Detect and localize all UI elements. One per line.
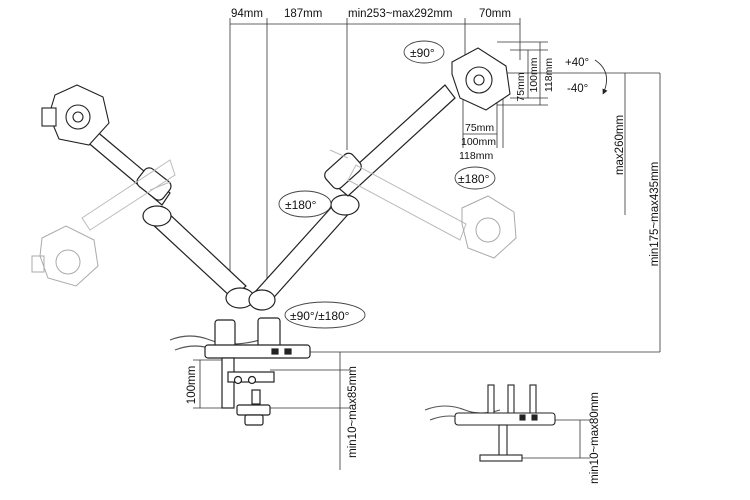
label-rot-arm: ±180°	[285, 198, 317, 212]
label-tilt-down: -40°	[567, 83, 588, 95]
label-grommet-range: min10~max80mm	[589, 392, 601, 484]
ghost-plate-right	[461, 195, 517, 259]
lower-arm-right	[248, 194, 360, 311]
vesa-plate-right	[451, 47, 511, 111]
label-rot-base: ±90°/±180°	[290, 309, 350, 323]
vesa-plate-left	[41, 84, 110, 146]
label-rot-head: ±180°	[458, 172, 490, 186]
label-175-435: min175~max435mm	[649, 162, 661, 267]
rotation-badge-head	[454, 166, 496, 190]
dim-187: 187mm	[284, 8, 322, 20]
rotation-badge-base	[284, 301, 366, 329]
dim-94: 94mm	[231, 8, 263, 20]
dimension-lines	[193, 18, 661, 470]
labels: 94mm 187mm min253~max292mm 70mm ±90° 75m…	[186, 8, 661, 484]
base-clamp	[169, 317, 311, 426]
label-tilt-up: +40°	[565, 57, 589, 69]
rotation-badge-top	[403, 40, 445, 64]
label-100mm: 100mm	[186, 366, 198, 404]
ghost-plate-left	[31, 225, 99, 287]
label-vesa-75-v: 75mm	[515, 72, 527, 101]
tilt-arc	[594, 59, 608, 95]
lower-arm-left	[142, 205, 255, 309]
label-rot-90: ±90°	[410, 46, 435, 60]
rotation-badge-arm	[278, 190, 332, 218]
dim-70: 70mm	[479, 8, 511, 20]
label-vesa-118-v: 118mm	[543, 58, 555, 92]
label-vesa-100-v: 100mm	[528, 57, 540, 92]
dim-253-292: min253~max292mm	[348, 8, 453, 20]
label-vesa-100-h: 100mm	[461, 136, 496, 148]
label-vesa-75-h: 75mm	[465, 122, 494, 134]
upper-arm-right	[324, 84, 456, 197]
grommet-base-detail	[424, 384, 556, 462]
label-vesa-118-h: 118mm	[459, 150, 493, 162]
ghost-arm-left	[81, 159, 176, 231]
ghost-arm-right	[329, 149, 467, 241]
label-max260: max260mm	[614, 115, 626, 175]
upper-arm-left	[84, 129, 172, 206]
label-clamp-range: min10~max85mm	[347, 366, 359, 458]
